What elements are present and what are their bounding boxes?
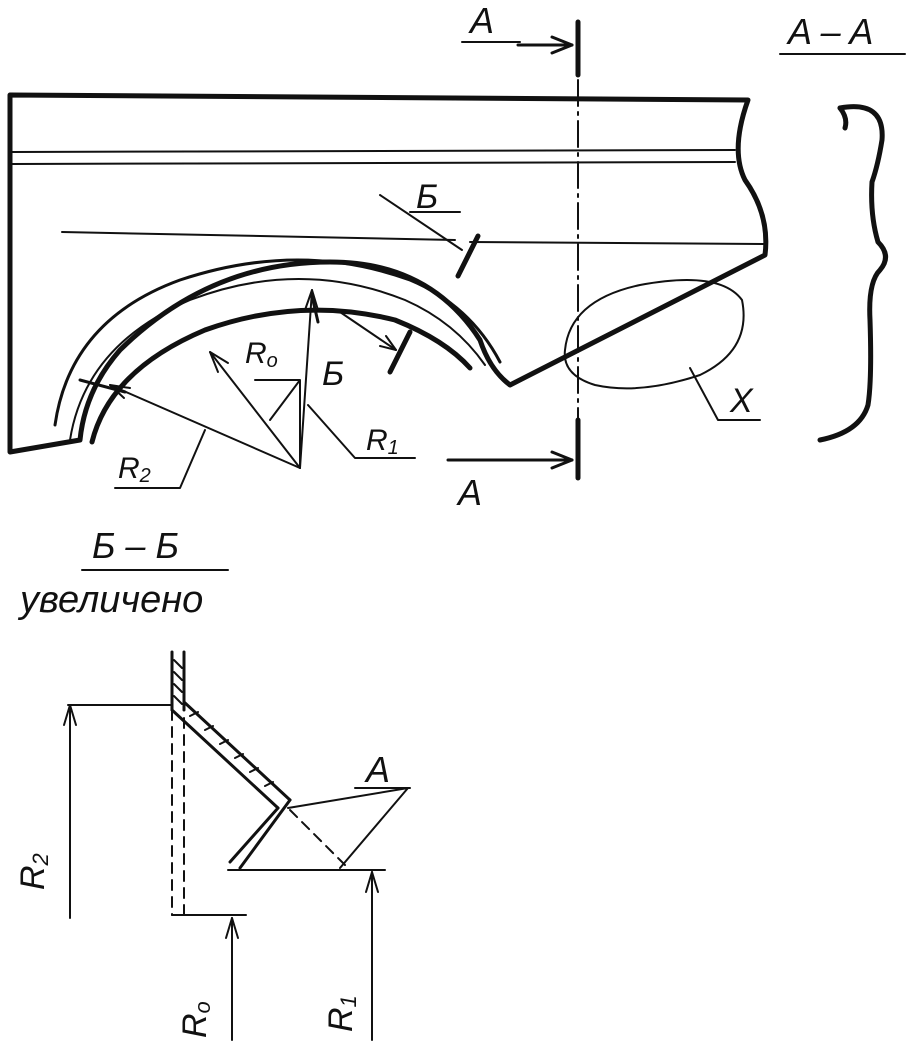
detail-x-ellipse [563, 279, 745, 390]
section-b-bottom-arrowhead [379, 335, 397, 351]
arch-outer-r2 [53, 258, 502, 427]
section-b-bottom-marker [387, 329, 413, 375]
r1-arrow [304, 289, 319, 311]
bb-flange-hatch [189, 711, 274, 787]
section-b-top-arrow [379, 194, 463, 251]
section-aa-title: A – A [786, 11, 873, 52]
detail-x [563, 279, 761, 421]
r1-label-leader [307, 404, 416, 459]
section-aa: A – A [779, 11, 906, 443]
section-aa-profile [817, 104, 888, 443]
section-b-bottom-arrow [339, 311, 397, 351]
r2-label-leader [114, 429, 206, 489]
section-b-top-label: Б [416, 178, 438, 216]
arch-middle [69, 278, 486, 441]
bb-lip-dashed [289, 809, 346, 866]
arch-inner-r1 [89, 307, 473, 445]
bb-r1-arrowhead [365, 871, 379, 893]
arch-tick-left [78, 378, 127, 394]
section-a-top-label: A [468, 0, 494, 41]
section-a-cut [446, 19, 581, 481]
section-a-bottom-arrowhead [550, 450, 574, 470]
section-aa-profile-top [837, 105, 849, 131]
detail-x-label: X [729, 382, 754, 420]
wheel-arch [53, 258, 502, 445]
radius-dimensions [109, 289, 416, 489]
bb-r2-arrowhead [63, 704, 77, 726]
section-b-bottom-label: Б [322, 355, 344, 393]
section-bb-subtitle: увеличено [17, 579, 203, 621]
section-b-cut [339, 194, 481, 375]
r0-arrow [209, 351, 229, 373]
bb-r0-label: Ro [176, 1001, 215, 1038]
bb-r0-arrowhead [225, 917, 239, 939]
molding-line-top [11, 149, 736, 153]
section-b-top-marker [455, 233, 481, 279]
rib-line-right [469, 241, 766, 245]
section-a-top-arrowhead [550, 35, 574, 55]
bb-flange-inner [182, 700, 292, 802]
bb-detail-a-label: A [364, 749, 390, 790]
r0-tick [254, 379, 301, 469]
r0-leader [209, 351, 301, 469]
r0-label: Ro [245, 337, 278, 372]
r1-leader [299, 289, 313, 469]
r1-label: R1 [366, 424, 399, 459]
arch-tick-top [310, 294, 320, 324]
section-bb: Б – Б увеличено A R2 Ro R1 [14, 525, 411, 1041]
section-bb-title: Б – Б [92, 525, 179, 566]
bb-flange-outer [170, 708, 280, 810]
detail-x-leader [689, 367, 761, 421]
r2-arrow [109, 384, 131, 399]
rib-line [61, 231, 456, 241]
bb-lip-inner [238, 798, 292, 870]
r2-label: R2 [118, 452, 151, 487]
bb-lip-outer [228, 806, 280, 864]
bb-detail-a-leader [287, 787, 409, 869]
bb-wall-hatch [173, 659, 183, 705]
section-a-bottom-label: A [456, 472, 482, 513]
bb-r2-label: R2 [14, 853, 53, 890]
molding-line-bottom [11, 161, 736, 165]
bb-wall-solid [170, 650, 186, 712]
bb-wall-dashed [171, 709, 185, 916]
bb-r1-label: R1 [322, 995, 361, 1032]
r2-leader [109, 384, 301, 469]
